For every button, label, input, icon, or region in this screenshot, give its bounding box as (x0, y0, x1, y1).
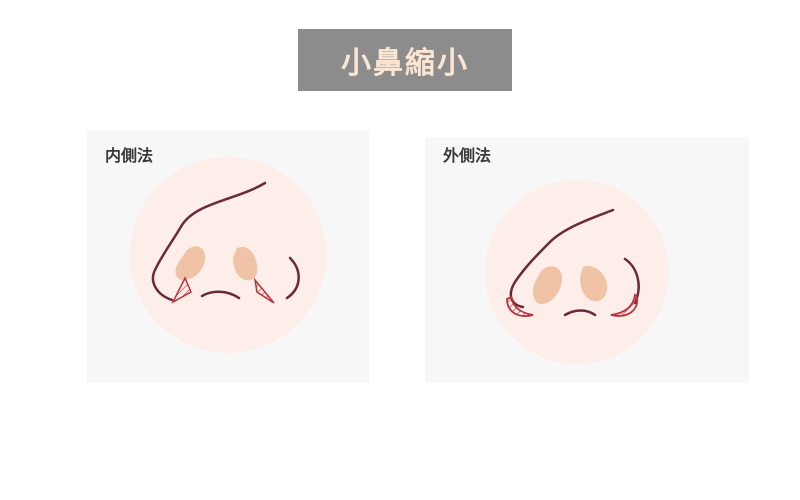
right-excision-crescent (610, 293, 639, 317)
right-nostril (580, 266, 608, 302)
nose-outline (151, 181, 267, 302)
panel-label-inner: 内側法 (105, 146, 154, 165)
title-banner: 小鼻縮小 (298, 29, 512, 91)
left-nostril (175, 246, 206, 280)
panel-label-outer: 外側法 (443, 146, 492, 165)
panel-inner-method: 内側法 (87, 130, 369, 383)
right-ala-outline (285, 256, 300, 300)
right-incision-wedge (253, 277, 275, 304)
background-circle (485, 180, 669, 364)
nose-tip-line (563, 309, 597, 317)
nose-diagram-inner (130, 157, 326, 353)
left-excision-crescent (506, 295, 534, 317)
right-nostril (233, 246, 258, 281)
left-nostril (533, 266, 563, 305)
panel-outer-method: 外側法 (425, 137, 749, 383)
nose-diagram-outer (485, 180, 669, 364)
left-incision-wedge (171, 276, 192, 304)
page-title: 小鼻縮小 (341, 46, 469, 81)
nose-tip-line (200, 290, 241, 300)
background-circle (130, 157, 326, 353)
